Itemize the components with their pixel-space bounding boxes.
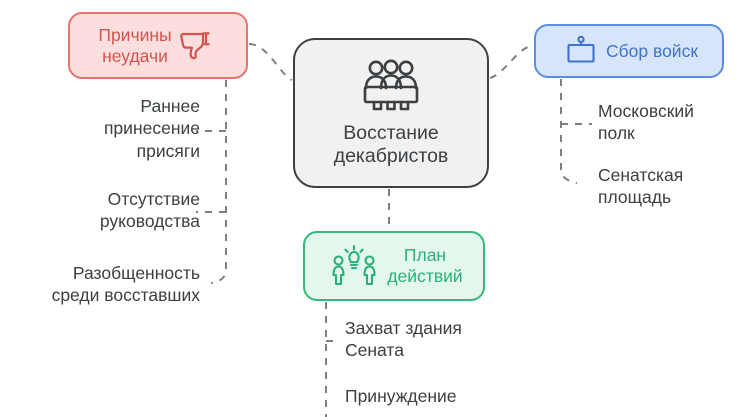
node-causes-label: Причины неудачи: [98, 24, 172, 66]
group-of-people-icon: [363, 59, 419, 111]
leaf-plan-coercion: Принуждение: [345, 386, 457, 406]
spine-causes: [210, 80, 227, 284]
leaf-plan-seize-senate: Захват здания Сената: [345, 318, 462, 361]
node-gathering-troops[interactable]: Сбор войск: [534, 24, 724, 78]
leaf-causes-no-leadership: Отсутствие руководства: [99, 189, 200, 232]
thumbs-down-icon: [179, 31, 210, 59]
leaf-troops-moscow-regiment: Московский полк: [598, 101, 694, 144]
node-center-label: Восстание декабристов: [333, 122, 449, 167]
connector-causes-to-center: [248, 43, 293, 81]
node-center-uprising[interactable]: Восстание декабристов: [293, 38, 489, 188]
connector-center-to-troops: [489, 45, 534, 79]
spine-troops: [560, 79, 578, 184]
banner-board-icon: [567, 35, 595, 63]
leaf-causes-disunity: Разобщенность среди восставших: [51, 263, 200, 306]
people-idea-icon: [332, 244, 376, 286]
node-plan-label: План действий: [387, 245, 463, 286]
node-plan-of-action[interactable]: План действий: [303, 231, 485, 301]
node-troops-label: Сбор войск: [605, 40, 698, 61]
leaf-troops-senate-square: Сенатская площадь: [598, 165, 684, 208]
node-causes-of-failure[interactable]: Причины неудачи: [68, 12, 248, 79]
leaf-causes-early-oath: Раннее принесение присяги: [103, 96, 200, 161]
